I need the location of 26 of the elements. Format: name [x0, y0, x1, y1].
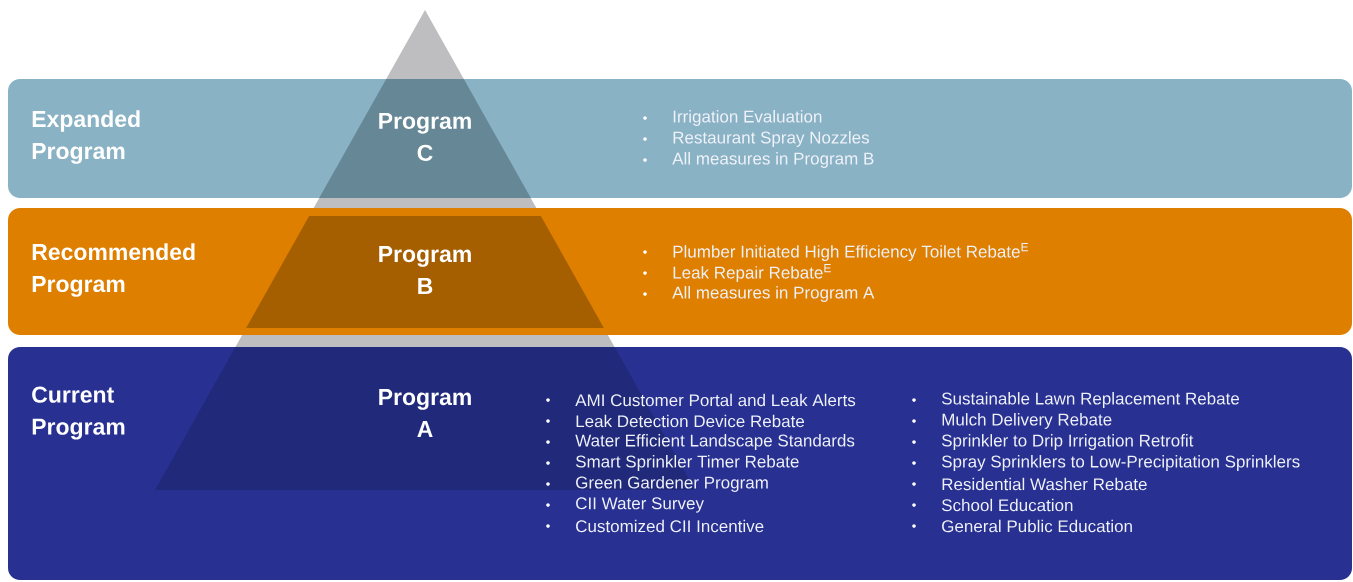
bullet-item: Green Gardener Program	[576, 476, 768, 492]
bullet-item: Restaurant Spray Nozzles	[673, 131, 870, 147]
bullet-item: All measures in Program A	[672, 286, 875, 302]
bullet-item: Sustainable Lawn Replacement Rebate	[942, 392, 1240, 408]
bullet-item: Sprinkler to Drip Irrigation Retrofit	[942, 434, 1194, 450]
bullet-item: General Public Education	[942, 519, 1132, 533]
bullet-item: Plumber Initiated High Efficiency Toilet Rebate$^{E}$	[673, 243, 1028, 261]
bullet-item: Water Efficient Landscape Standards	[575, 434, 855, 450]
bullet-item: CII Water Survey	[576, 497, 704, 513]
bullet-item: Spray Sprinklers to Low-Precipitation Sprinklers	[942, 455, 1300, 471]
bullet-item: All measures in Program B	[672, 152, 874, 168]
bullet-item: Residential Washer Rebate	[942, 477, 1147, 491]
bullet-item: Smart Sprinkler Timer Rebate	[575, 455, 799, 471]
bullet-item: Customized CII Incentive	[576, 519, 764, 533]
program-label: Program B	[379, 246, 471, 294]
bullet-item: Leak Detection Device Rebate	[576, 414, 805, 428]
program-label: Program C	[379, 113, 471, 161]
bullet-item: Mulch Delivery Rebate	[942, 413, 1112, 429]
tier-heading: Current Program	[32, 386, 125, 440]
bullet-item: School Education	[942, 498, 1073, 512]
bullet-item: Leak Repair Rebate$^{E}$	[673, 264, 831, 282]
bullet-item: AMI Customer Portal and Leak Alerts	[575, 393, 856, 407]
bullet-item: Irrigation Evaluation	[673, 110, 822, 126]
tier-heading: Expanded Program	[32, 110, 140, 164]
tier-heading: Recommended Program	[32, 243, 195, 297]
program-label: Program A	[379, 389, 471, 437]
